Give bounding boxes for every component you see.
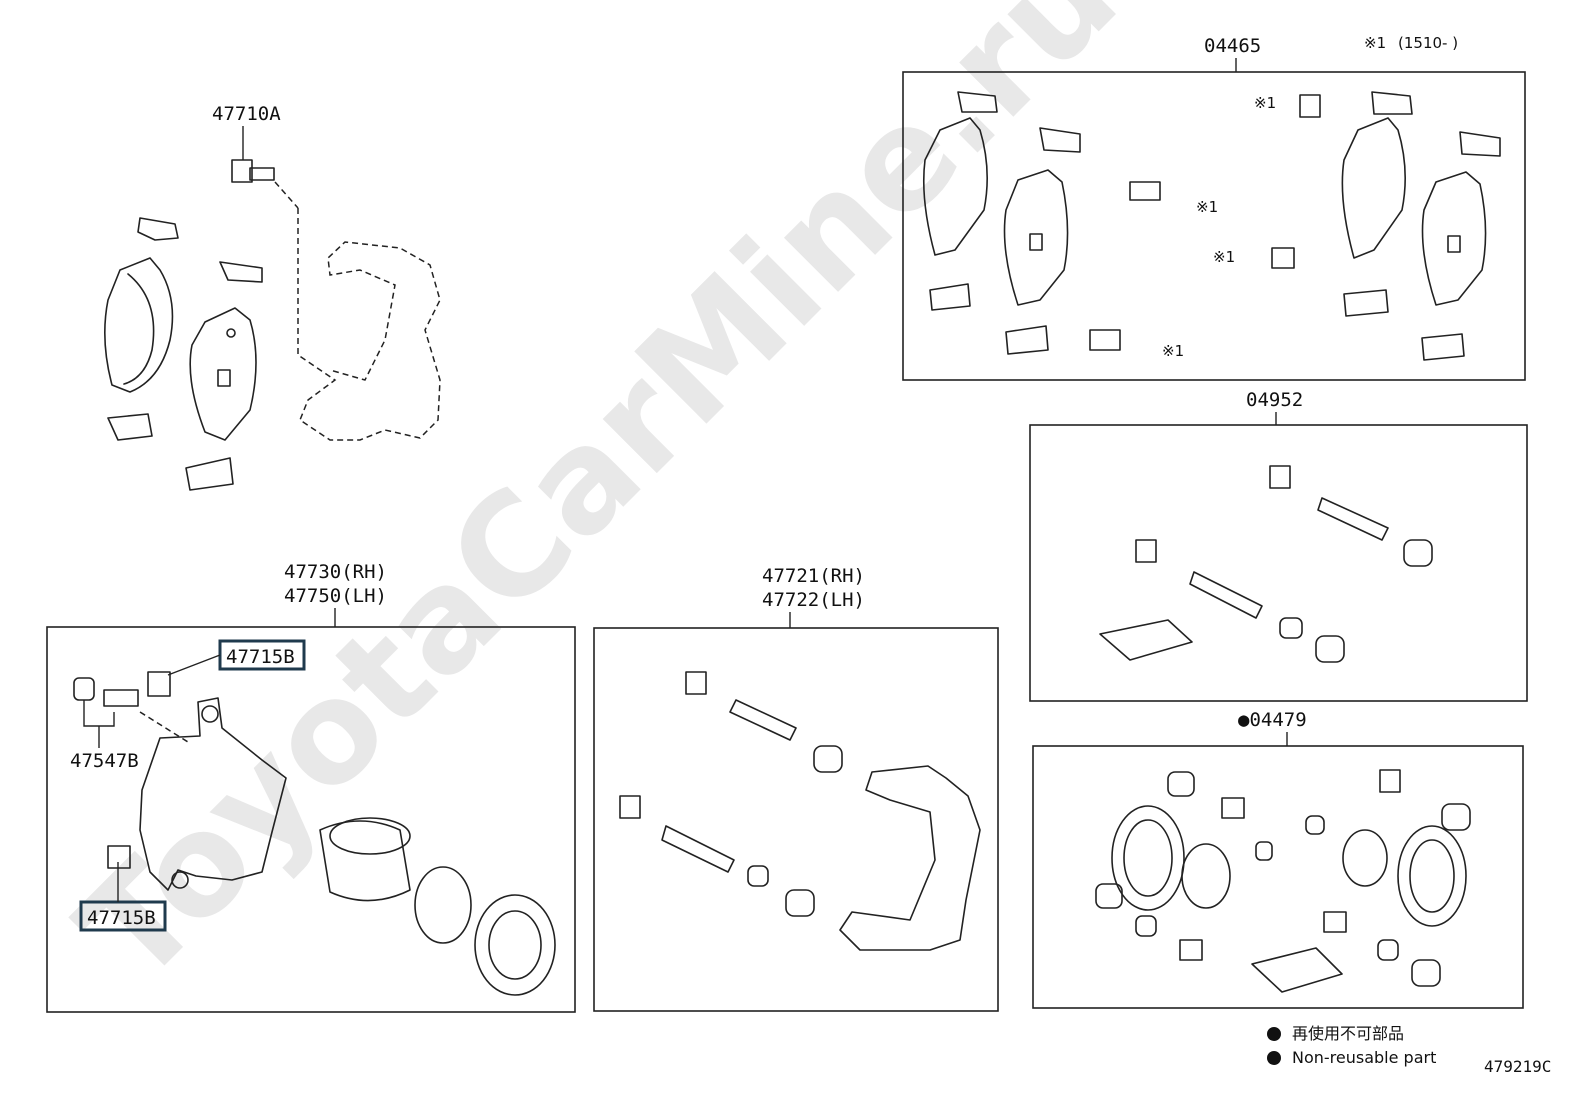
label-47547B: 47547B: [70, 750, 139, 772]
pad-kit-box: [902, 71, 1526, 381]
legend-dot-1: [1267, 1027, 1281, 1041]
note-date: (1510- ): [1398, 34, 1458, 52]
pad-kit-parts: [923, 91, 1501, 361]
legend-line-1: 再使用不可部品: [1292, 1024, 1404, 1043]
mark-2: ※1: [1196, 198, 1218, 216]
watermark: ToyotaCarMine.ru: [49, 0, 1149, 1014]
label-04479: ●04479: [1238, 709, 1307, 731]
mount-box: [593, 627, 999, 1012]
label-caliper-lh: 47750(LH): [284, 585, 387, 607]
note-mark: ※1: [1364, 34, 1386, 52]
caliper-parts: [73, 671, 556, 996]
label-47710A: 47710A: [212, 103, 281, 125]
label-mount-rh: 47721(RH): [762, 565, 865, 587]
caliper-box: [46, 626, 576, 1013]
diagram-code: 479219C: [1484, 1057, 1551, 1076]
brake-pad-outer-left: [104, 257, 174, 393]
label-04952: 04952: [1246, 389, 1303, 411]
shim-clips-left: [107, 217, 263, 491]
caliper-mount-dashed-left: [274, 181, 441, 441]
label-04465: 04465: [1204, 35, 1261, 57]
mount-parts: [619, 671, 981, 951]
mark-3: ※1: [1213, 248, 1235, 266]
label-47715B-top: 47715B: [226, 646, 295, 668]
boxed-label-2: [79, 900, 167, 932]
brake-pad-inner-left: [189, 307, 257, 441]
label-caliper-rh: 47730(RH): [284, 561, 387, 583]
label-mount-lh: 47722(LH): [762, 589, 865, 611]
legend-dot-2: [1267, 1051, 1281, 1065]
top-bolt: [231, 159, 275, 183]
seal-kit-box: [1032, 745, 1524, 1009]
slide-kit-box: [1029, 424, 1528, 702]
mark-4: ※1: [1162, 342, 1184, 360]
seal-kit-parts: [1095, 769, 1471, 993]
legend-line-2: Non-reusable part: [1292, 1048, 1436, 1067]
slide-kit-parts: [1099, 465, 1433, 663]
mark-1: ※1: [1254, 94, 1276, 112]
label-47715B-bottom: 47715B: [87, 907, 156, 929]
